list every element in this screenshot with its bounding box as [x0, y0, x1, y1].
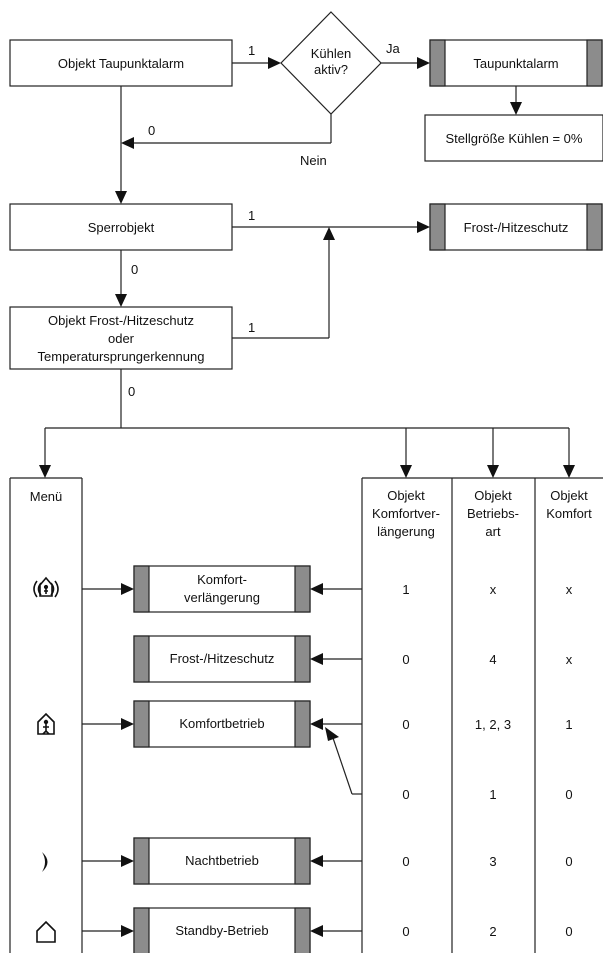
- house-outline-icon: [36, 920, 56, 943]
- mode-komfortbetrieb-label: Komfortbetrieb: [179, 716, 264, 731]
- mode-standby-betrieb: Standby-Betrieb: [133, 907, 311, 953]
- edge-label-nein: Nein: [300, 153, 327, 168]
- table-cell: 1: [402, 582, 409, 597]
- node-stellgroesse-kuehlen: Stellgröße Kühlen = 0%: [424, 114, 603, 162]
- node-objekt-frost-line1: Objekt Frost-/Hitzeschutz: [48, 313, 194, 328]
- mode-frost-hitzeschutz: Frost-/Hitzeschutz: [133, 635, 311, 683]
- edge-label-1-frost: 1: [248, 320, 255, 335]
- table-cell: 1, 2, 3: [475, 717, 511, 732]
- node-taupunktalarm-label: Taupunktalarm: [473, 56, 558, 71]
- edge-label-ja: Ja: [386, 41, 401, 56]
- node-frost-hitzeschutz-top: Frost-/Hitzeschutz: [429, 203, 603, 251]
- mode-komfortverlaengerung-line2: verlängerung: [184, 590, 260, 605]
- comfort-extension-icon: [33, 576, 59, 598]
- node-taupunktalarm: Taupunktalarm: [429, 39, 603, 87]
- object-table: Objekt Komfortver- längerung Objekt Betr…: [361, 477, 603, 953]
- node-objekt-taupunktalarm: Objekt Taupunktalarm: [9, 39, 233, 87]
- table-cell: 0: [402, 854, 409, 869]
- node-objekt-frost-line3: Temperatursprungerkennung: [38, 349, 205, 364]
- node-sperrobjekt-label: Sperrobjekt: [88, 220, 155, 235]
- table-cell: 0: [565, 854, 572, 869]
- decision-label-line2: aktiv?: [314, 62, 348, 77]
- mode-komfortverlaengerung: Komfort- verlängerung: [133, 565, 311, 613]
- house-comfort-icon: [37, 712, 55, 735]
- node-stellgroesse-label: Stellgröße Kühlen = 0%: [446, 131, 583, 146]
- crescent-moon-icon: [42, 852, 48, 872]
- edge-label-0-sperr: 0: [131, 262, 138, 277]
- node-sperrobjekt: Sperrobjekt: [9, 203, 233, 251]
- col-header-betriebsart-line2: Betriebs-: [467, 506, 519, 521]
- mode-standby-label: Standby-Betrieb: [175, 923, 268, 938]
- node-objekt-taupunktalarm-label: Objekt Taupunktalarm: [58, 56, 184, 71]
- mode-komfortverlaengerung-line1: Komfort-: [197, 572, 247, 587]
- col-header-komfort-line2: Komfort: [546, 506, 592, 521]
- table-cell: 1: [565, 717, 572, 732]
- menu-header: Menü: [30, 489, 63, 504]
- table-cell: 0: [402, 652, 409, 667]
- mode-frost-label: Frost-/Hitzeschutz: [170, 651, 275, 666]
- mode-komfortbetrieb: Komfortbetrieb: [133, 700, 311, 748]
- table-cell: 0: [402, 717, 409, 732]
- table-cell: 0: [402, 787, 409, 802]
- table-cell: x: [490, 582, 497, 597]
- node-frost-top-label: Frost-/Hitzeschutz: [464, 220, 569, 235]
- col-header-komfort-line1: Objekt: [550, 488, 588, 503]
- menu-column: Menü: [9, 477, 83, 953]
- edge-label-1-taupunkt: 1: [248, 43, 255, 58]
- table-cell: x: [566, 582, 573, 597]
- node-objekt-frost-line2: oder: [108, 331, 135, 346]
- col-header-betriebsart-line1: Objekt: [474, 488, 512, 503]
- decision-kuehlen-aktiv: Kühlen aktiv?: [280, 11, 382, 115]
- edge-label-0-frost: 0: [128, 384, 135, 399]
- table-cell: 3: [489, 854, 496, 869]
- table-cell: 0: [565, 924, 572, 939]
- col-header-komfortverlaengerung-line1: Objekt: [387, 488, 425, 503]
- decision-label-line1: Kühlen: [311, 46, 351, 61]
- col-header-komfortverlaengerung-line2: Komfortver-: [372, 506, 440, 521]
- col-header-komfortverlaengerung-line3: längerung: [377, 524, 435, 539]
- edge-label-1-sperr: 1: [248, 208, 255, 223]
- mode-nachtbetrieb-label: Nachtbetrieb: [185, 853, 259, 868]
- col-header-betriebsart-line3: art: [485, 524, 501, 539]
- table-cell: 0: [565, 787, 572, 802]
- table-cell: x: [566, 652, 573, 667]
- mode-nachtbetrieb: Nachtbetrieb: [133, 837, 311, 885]
- table-cell: 1: [489, 787, 496, 802]
- table-cell: 2: [489, 924, 496, 939]
- node-objekt-frost-temperatursprung: Objekt Frost-/Hitzeschutz oder Temperatu…: [9, 306, 233, 370]
- table-cell: 0: [402, 924, 409, 939]
- table-cell: 4: [489, 652, 496, 667]
- edge-label-0-nein: 0: [148, 123, 155, 138]
